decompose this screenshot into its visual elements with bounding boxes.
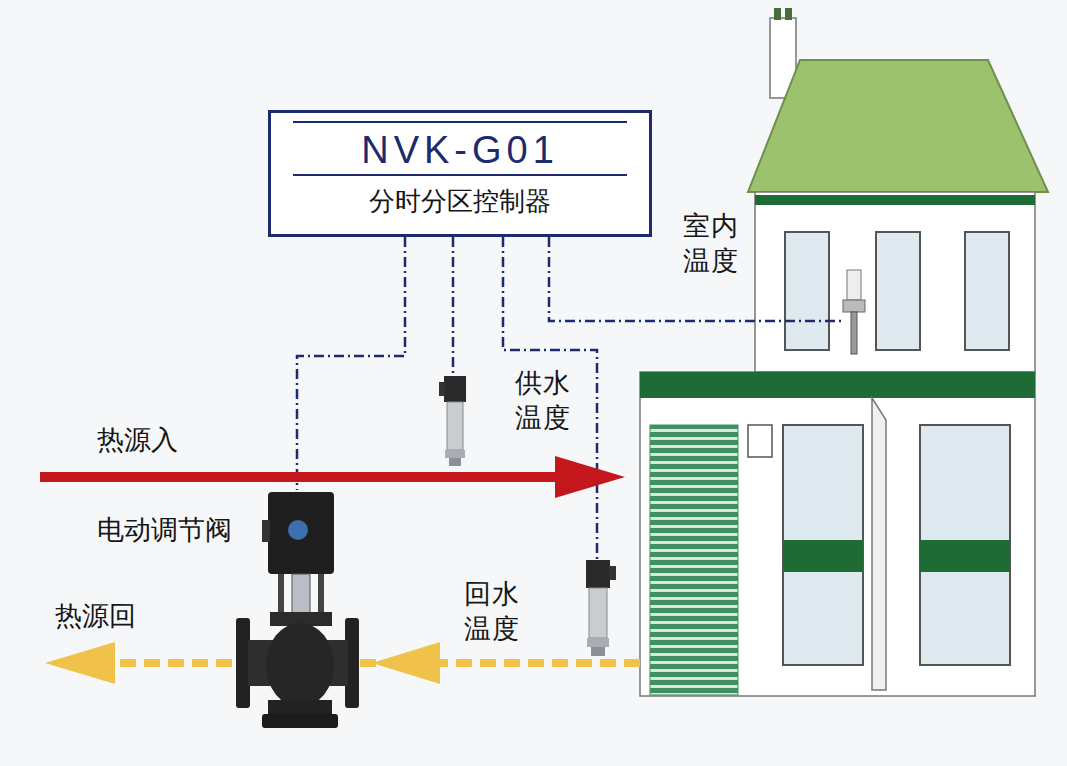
- pressure-sensor: [586, 560, 616, 656]
- controller-box: NVK-G01 分时分区控制器: [268, 110, 652, 237]
- heat-in-label: 热源入: [97, 422, 178, 457]
- pressure-sensor: [439, 376, 466, 466]
- supply-arrow: [40, 456, 625, 498]
- model-number: NVK-G01: [293, 121, 627, 176]
- indoor-temp-label: 室内 温度: [683, 208, 745, 278]
- valve-label: 电动调节阀: [97, 512, 232, 547]
- motorized-valve: [236, 492, 359, 728]
- controller-name: 分时分区控制器: [271, 184, 649, 219]
- house: [640, 8, 1048, 696]
- signal-wires: [297, 237, 842, 560]
- supply-temp-label: 供水 温度: [515, 365, 577, 435]
- heat-return-label: 热源回: [55, 598, 136, 633]
- indoor-temperature-sensor: [843, 270, 865, 354]
- return-temp-label: 回水 温度: [464, 576, 526, 646]
